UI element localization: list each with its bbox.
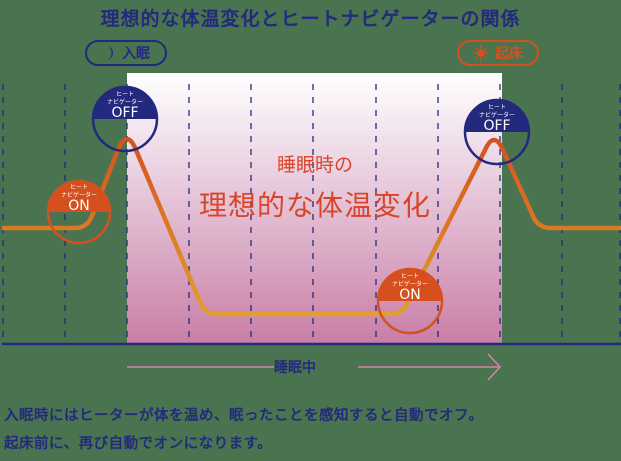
sleep-onset-label: 入眠 xyxy=(85,40,167,66)
heat-navigator-off-badge-1: ヒート ナビゲーター OFF xyxy=(91,85,159,153)
center-title: 理想的な体温変化 xyxy=(198,189,431,222)
heat-navigator-off-badge-2: ヒート ナビゲーター OFF xyxy=(463,98,531,166)
svg-text:ヒート: ヒート xyxy=(116,91,134,98)
svg-text:ON: ON xyxy=(68,198,90,214)
svg-text:ナビゲーター: ナビゲーター xyxy=(479,111,515,119)
svg-text:ナビゲーター: ナビゲーター xyxy=(61,191,97,199)
moon-icon xyxy=(106,46,113,60)
svg-text:OFF: OFF xyxy=(111,105,138,121)
wake-up-text: 起床 xyxy=(495,46,523,62)
wake-up-label: 起床 xyxy=(457,40,539,66)
sleeping-label: 睡眠中 xyxy=(274,360,316,376)
heat-navigator-on-badge-2: ヒート ナビゲーター ON xyxy=(376,267,444,335)
sleeping-arrow xyxy=(127,353,502,381)
svg-text:ナビゲーター: ナビゲーター xyxy=(392,280,428,288)
svg-text:ヒート: ヒート xyxy=(488,104,506,111)
svg-text:ヒート: ヒート xyxy=(70,184,88,191)
sun-icon xyxy=(473,45,489,61)
sleep-onset-text: 入眠 xyxy=(122,46,150,62)
svg-text:ナビゲーター: ナビゲーター xyxy=(107,98,143,106)
svg-text:OFF: OFF xyxy=(483,118,510,134)
description-line-2: 起床前に、再び自動でオンになります。 xyxy=(4,436,273,452)
description: 入眠時にはヒーターが体を温め、眠ったことを感知すると自動でオフ。 起床前に、再び… xyxy=(4,402,619,458)
center-subtitle: 睡眠時の xyxy=(276,154,353,176)
heat-navigator-on-badge-1: ヒート ナビゲーター ON xyxy=(46,179,112,245)
svg-text:ON: ON xyxy=(399,287,421,303)
diagram-title: 理想的な体温変化とヒートナビゲーターの関係 xyxy=(100,8,521,30)
description-line-1: 入眠時にはヒーターが体を温め、眠ったことを感知すると自動でオフ。 xyxy=(4,408,484,424)
svg-text:ヒート: ヒート xyxy=(401,273,419,280)
